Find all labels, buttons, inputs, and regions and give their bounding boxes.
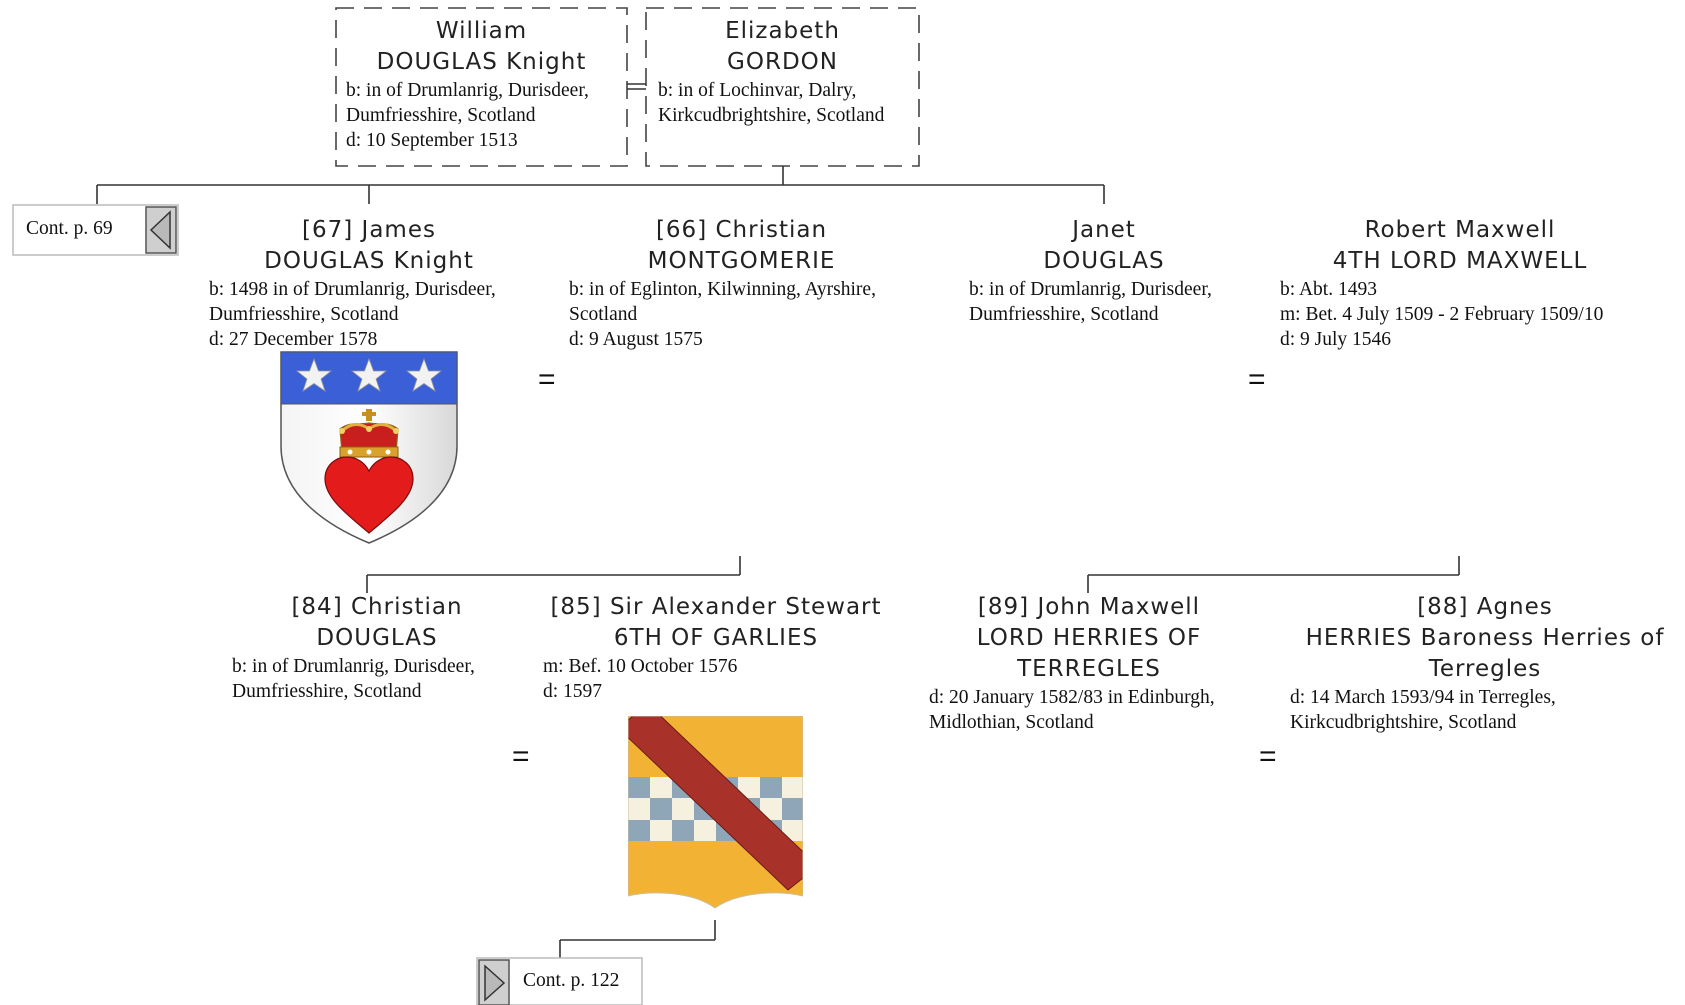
person-surname: TERREGLES — [1017, 656, 1161, 682]
person-given-name: Robert Maxwell — [1364, 217, 1556, 243]
person-surname: Terregles — [1428, 656, 1542, 682]
person-surname: LORD HERRIES OF — [976, 625, 1202, 651]
star-icon — [295, 357, 443, 392]
person-detail: Scotland — [569, 304, 638, 325]
person-surname: 6TH OF GARLIES — [613, 625, 819, 651]
person-detail: d: 9 August 1575 — [569, 329, 703, 350]
arrow-right-icon — [484, 964, 506, 1002]
person-detail: Dumfriesshire, Scotland — [232, 681, 422, 702]
person-detail: b: in of Eglinton, Kilwinning, Ayrshire, — [569, 279, 876, 300]
cont-bottom-link[interactable]: Cont. p. 122 — [523, 970, 620, 991]
person-christian-montgomerie[interactable]: [66] Christian MONTGOMERIE b: in of Egli… — [569, 215, 914, 352]
person-robert-maxwell[interactable]: Robert Maxwell 4TH LORD MAXWELL b: Abt. … — [1280, 215, 1640, 352]
person-detail: m: Bet. 4 July 1509 - 2 February 1509/10 — [1280, 304, 1604, 325]
person-detail: d: 9 July 1546 — [1280, 329, 1392, 350]
person-given-name: [88] Agnes — [1417, 594, 1553, 620]
person-detail: Kirkcudbrightshire, Scotland — [658, 105, 885, 126]
person-detail: d: 14 March 1593/94 in Terregles, — [1290, 687, 1556, 708]
person-given-name: William — [435, 18, 528, 44]
person-given-name: [85] Sir Alexander Stewart — [550, 594, 882, 620]
person-surname: DOUGLAS — [1043, 248, 1165, 274]
person-detail: b: in of Drumlanrig, Durisdeer, — [969, 279, 1212, 300]
person-given-name: [84] Christian — [291, 594, 463, 620]
person-detail: d: 27 December 1578 — [209, 329, 378, 350]
person-alexander-stewart[interactable]: [85] Sir Alexander Stewart 6TH OF GARLIE… — [543, 592, 889, 704]
person-detail: d: 1597 — [543, 681, 603, 702]
person-detail: Dumfriesshire, Scotland — [209, 304, 399, 325]
crown-icon — [339, 409, 399, 458]
person-given-name: [89] John Maxwell — [977, 594, 1201, 620]
person-detail: Midlothian, Scotland — [929, 712, 1094, 733]
arrow-left-icon — [149, 210, 171, 250]
person-surname: DOUGLAS Knight — [376, 49, 587, 75]
person-detail: Kirkcudbrightshire, Scotland — [1290, 712, 1517, 733]
person-surname: DOUGLAS — [316, 625, 438, 651]
person-elizabeth-gordon[interactable]: Elizabeth GORDON b: in of Lochinvar, Dal… — [646, 16, 919, 128]
person-surname: GORDON — [727, 49, 838, 75]
cont-left-link[interactable]: Cont. p. 69 — [26, 218, 113, 239]
person-detail: m: Bef. 10 October 1576 — [543, 656, 738, 677]
stewart-coat-of-arms — [628, 716, 803, 909]
cont-left-box — [12, 204, 179, 256]
person-given-name: [66] Christian — [655, 217, 828, 243]
person-detail: d: 10 September 1513 — [346, 130, 518, 151]
person-james-douglas[interactable]: [67] James DOUGLAS Knight b: 1498 in of … — [209, 215, 529, 352]
person-detail: Dumfriesshire, Scotland — [969, 304, 1159, 325]
person-detail: b: in of Drumlanrig, Durisdeer, — [346, 80, 589, 101]
person-detail: b: Abt. 1493 — [1280, 279, 1377, 300]
person-janet-douglas[interactable]: Janet DOUGLAS b: in of Drumlanrig, Duris… — [969, 215, 1239, 327]
person-detail: d: 20 January 1582/83 in Edinburgh, — [929, 687, 1215, 708]
bend-stripe — [628, 716, 803, 891]
heart-icon — [324, 456, 414, 534]
person-detail: b: 1498 in of Drumlanrig, Durisdeer, — [209, 279, 496, 300]
person-surname: DOUGLAS Knight — [264, 248, 474, 274]
father-box — [335, 7, 628, 167]
marriage-symbol: = — [512, 740, 530, 773]
person-given-name: [67] James — [302, 217, 436, 243]
person-surname: MONTGOMERIE — [647, 248, 836, 274]
person-william-douglas[interactable]: William DOUGLAS Knight b: in of Drumlanr… — [336, 16, 627, 153]
person-detail: Dumfriesshire, Scotland — [346, 105, 536, 126]
person-surname: HERRIES Baroness Herries of — [1305, 625, 1665, 651]
person-given-name: Janet — [1072, 217, 1136, 243]
person-detail: b: in of Lochinvar, Dalry, — [658, 80, 857, 101]
person-given-name: Elizabeth — [725, 18, 840, 44]
person-surname: 4TH LORD MAXWELL — [1332, 248, 1588, 274]
marriage-symbol: = — [1248, 363, 1266, 396]
marriage-symbol: = — [1259, 740, 1277, 773]
person-john-maxwell[interactable]: [89] John Maxwell LORD HERRIES OF TERREG… — [929, 592, 1249, 735]
marriage-symbol: = — [538, 363, 556, 396]
person-detail: b: in of Drumlanrig, Durisdeer, — [232, 656, 475, 677]
cont-bottom-box — [476, 957, 643, 1005]
person-agnes-herries[interactable]: [88] Agnes HERRIES Baroness Herries of T… — [1290, 592, 1680, 735]
person-christian-douglas[interactable]: [84] Christian DOUGLAS b: in of Drumlanr… — [232, 592, 522, 704]
douglas-coat-of-arms — [280, 351, 458, 544]
